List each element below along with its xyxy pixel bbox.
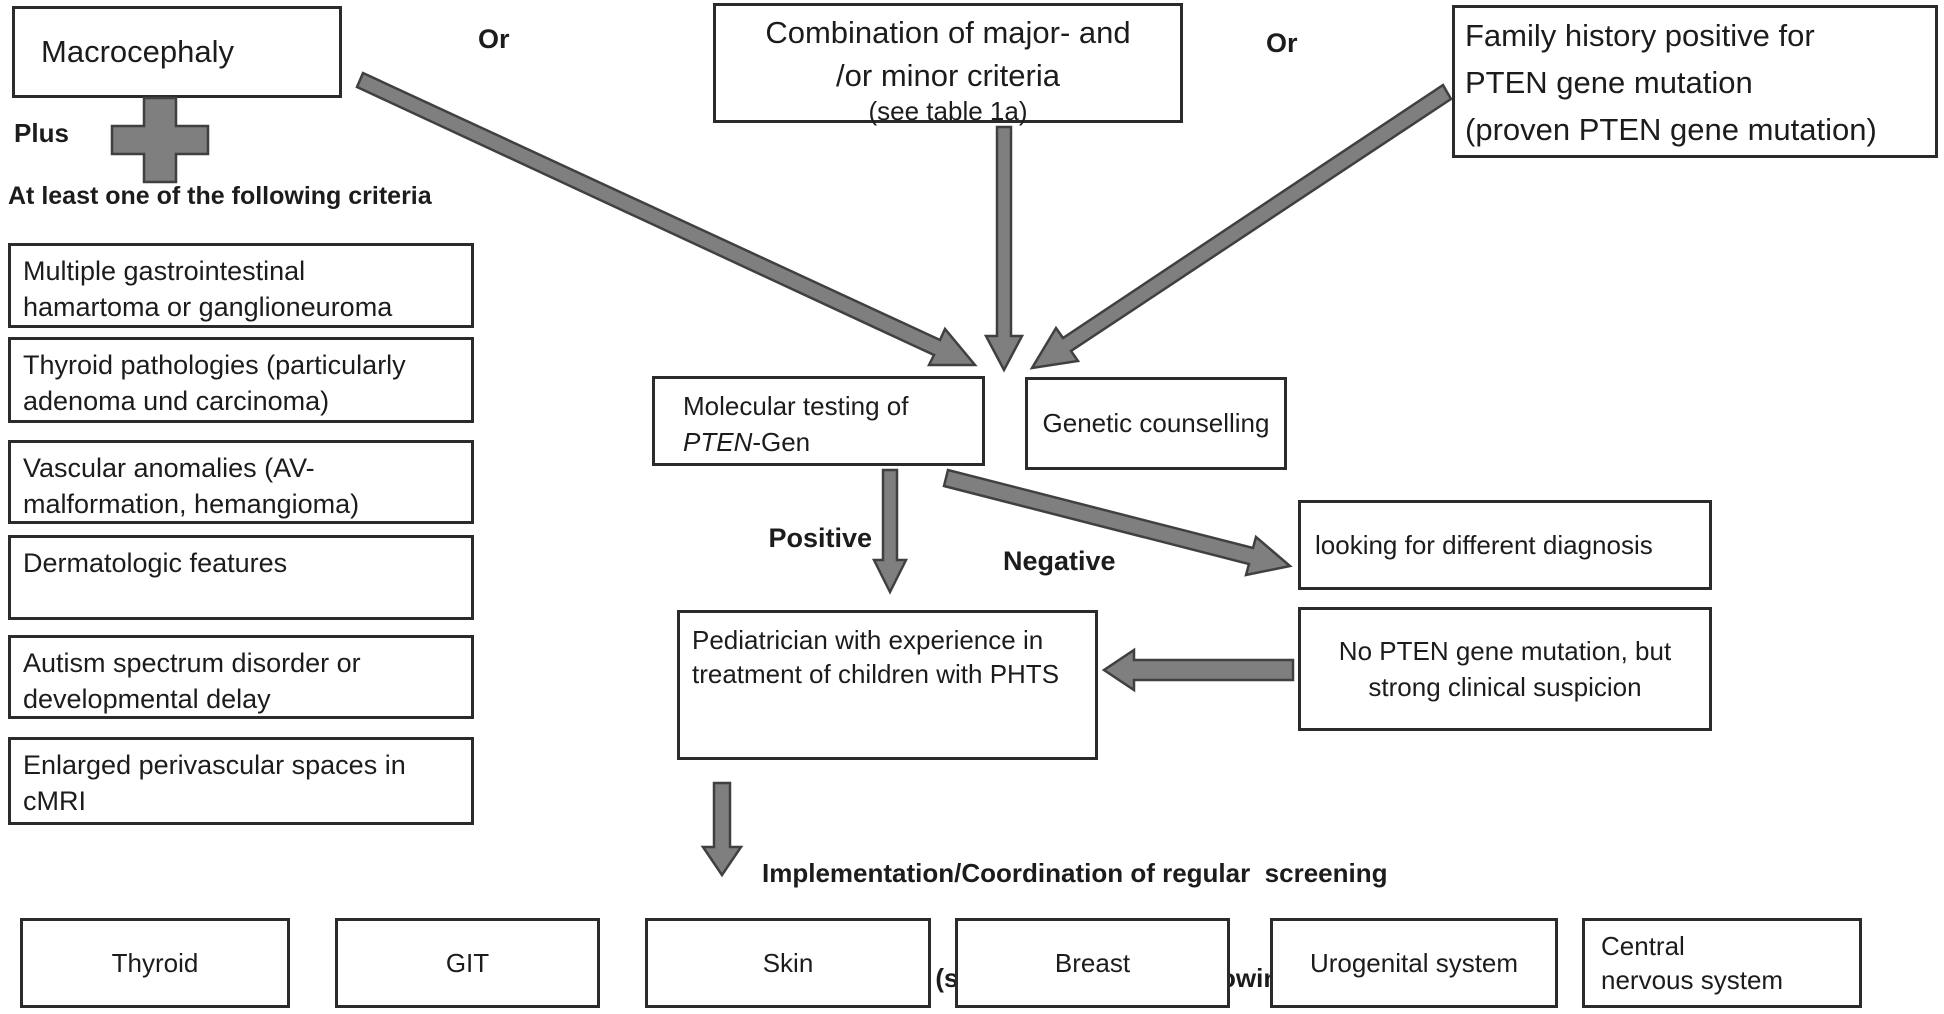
criterion-line: Dermatologic features [23,548,288,578]
box-no-pten-mutation: No PTEN gene mutation, but strong clinic… [1298,607,1712,731]
family-line: PTEN gene mutation [1465,65,1753,100]
organ-label: GIT [445,947,490,978]
criterion-line: malformation, hemangioma) [23,489,360,519]
pediatrician-line: Pediatrician with experience in [692,625,1044,655]
family-line: Family history positive for [1465,18,1815,53]
box-molecular-testing: Molecular testing of PTEN-Gen [652,376,985,466]
pten-gene-italic: PTEN [683,427,753,457]
organ-label: Skin [762,947,814,978]
box-different-diagnosis: looking for different diagnosis [1298,500,1712,590]
box-criterion-autism: Autism spectrum disorder or developmenta… [8,635,474,719]
combination-line: Combination of major- and [765,15,1131,50]
combination-note: (see table 1a) [868,96,1028,126]
or-label-right: Or [1266,28,1298,58]
different-diagnosis-label: looking for different diagnosis [1315,529,1653,560]
box-criterion-gastrointestinal: Multiple gastrointestinal hamartoma or g… [8,243,474,328]
or-label-left: Or [478,24,510,54]
box-organ-thyroid: Thyroid [20,918,290,1008]
macrocephaly-label: Macrocephaly [41,34,234,69]
negative-label: Negative [1003,546,1116,576]
pten-gene-suffix: -Gen [752,427,811,457]
box-criterion-thyroid: Thyroid pathologies (particularly adenom… [8,337,474,423]
organ-label: Urogenital system [1309,947,1519,978]
arrow-implementation-down-icon [700,781,744,878]
criterion-line: Thyroid pathologies (particularly [23,350,406,380]
organ-label: nervous system [1601,965,1784,995]
criterion-line: Multiple gastrointestinal [23,256,306,286]
box-organ-urogenital: Urogenital system [1270,918,1558,1008]
arrow-positive-down-icon [871,468,909,595]
no-pten-line: No PTEN gene mutation, but [1338,636,1672,666]
criteria-heading: At least one of the following criteria [8,182,432,210]
positive-label: Positive [768,523,872,553]
box-criterion-perivascular: Enlarged perivascular spaces in cMRI [8,737,474,825]
box-organ-breast: Breast [955,918,1230,1008]
criterion-line: Enlarged perivascular spaces in cMRI [23,750,406,816]
plus-icon [110,96,210,184]
criterion-line: developmental delay [23,684,271,714]
organ-label: Central [1601,931,1685,961]
criterion-line: Vascular anomalies (AV- [23,453,315,483]
box-genetic-counselling: Genetic counselling [1025,377,1287,470]
plus-label: Plus [14,118,69,148]
combination-line: /or minor criteria [836,58,1060,93]
organ-label: Breast [1054,947,1131,978]
box-pediatrician: Pediatrician with experience in treatmen… [677,610,1098,760]
arrow-family-to-testing-icon [1029,83,1453,370]
box-criterion-vascular: Vascular anomalies (AV- malformation, he… [8,440,474,524]
box-criterion-dermatologic: Dermatologic features [8,535,474,620]
box-macrocephaly: Macrocephaly [12,6,342,98]
arrow-negative-diagonal-icon [942,468,1293,577]
criterion-line: adenoma und carcinoma) [23,386,330,416]
box-organ-skin: Skin [645,918,931,1008]
family-line: (proven PTEN gene mutation) [1465,112,1877,147]
organ-label: Thyroid [111,947,199,978]
genetic-counselling-label: Genetic counselling [1042,408,1270,438]
molecular-line: PTEN-Gen [683,424,974,460]
no-pten-line: strong clinical suspicion [1368,672,1642,702]
box-combination-criteria: Combination of major- and /or minor crit… [713,3,1183,126]
molecular-line: Molecular testing of [683,391,909,421]
criterion-line: Autism spectrum disorder or [23,648,361,678]
arrow-suspicion-to-pediatrician-icon [1101,647,1295,693]
pediatrician-line: treatment of children with PHTS [692,659,1060,689]
box-organ-cns: Central nervous system [1582,918,1862,1008]
criterion-line: hamartoma or ganglioneuroma [23,292,393,322]
box-organ-git: GIT [335,918,600,1008]
arrow-criteria-to-testing-icon [983,125,1025,373]
box-family-history: Family history positive for PTEN gene mu… [1452,5,1938,158]
implementation-line: Implementation/Coordination of regular s… [762,858,1388,888]
